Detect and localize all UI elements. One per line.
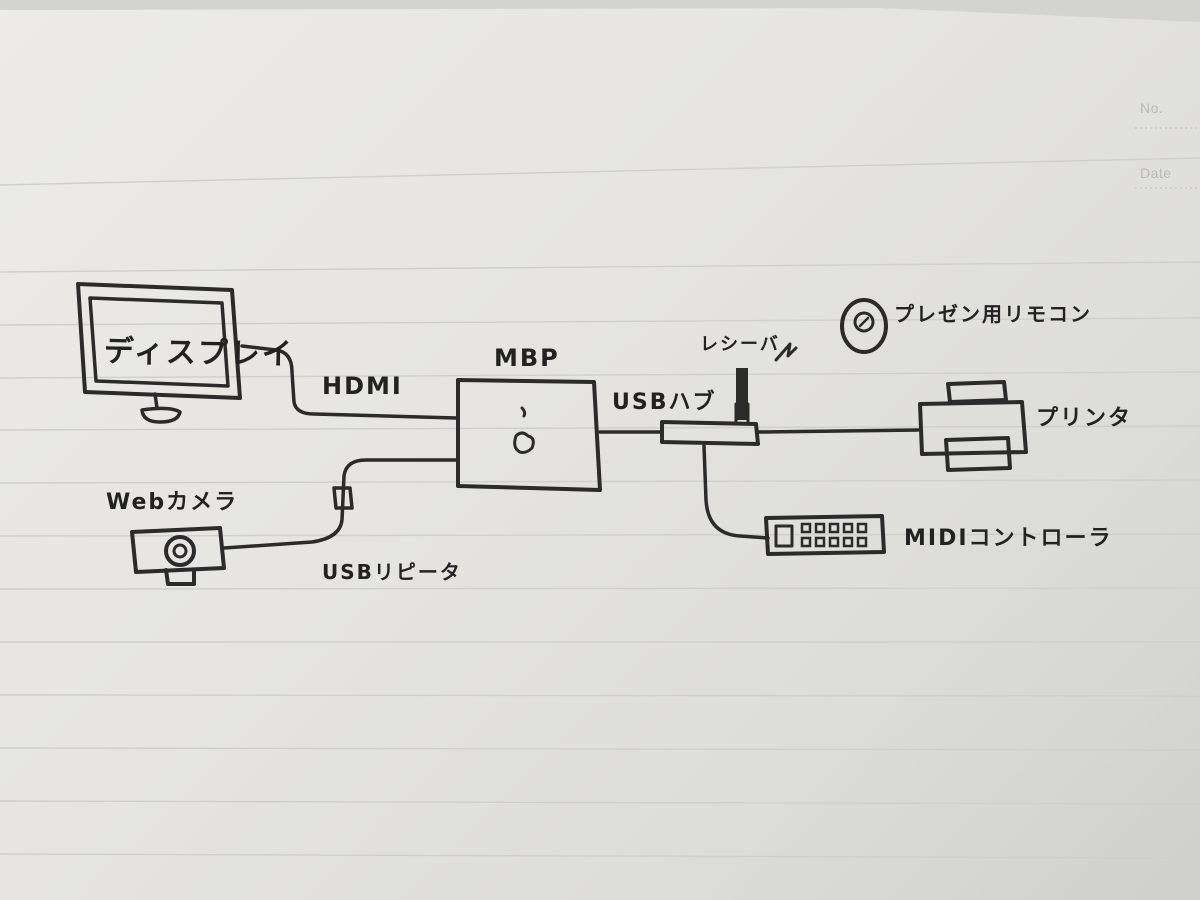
presentation-remote-icon: [840, 298, 888, 354]
printer-icon: [918, 380, 1028, 472]
remote-label: プレゼン用リモコン: [894, 302, 1092, 326]
usb-hub-label: USBハブ: [612, 390, 717, 415]
hub-to-printer-cable: [756, 428, 920, 434]
mbp-label: MBP: [494, 344, 560, 372]
repeater-connector-icon: [332, 486, 354, 510]
display-monitor-icon: [76, 282, 242, 424]
webcam-label: Webカメラ: [106, 490, 239, 515]
number-label: No.: [1140, 100, 1164, 116]
receiver-label: レシーバ: [700, 334, 780, 355]
midi-controller-icon: [764, 514, 886, 556]
printer-label: プリンタ: [1036, 406, 1133, 431]
receiver-dongle-icon: [734, 368, 750, 424]
usb-repeater-label: USBリピータ: [322, 560, 462, 584]
usb-hub-icon: [660, 420, 760, 446]
hdmi-label: HDMI: [322, 372, 403, 400]
hub-to-midi-cable: [702, 444, 770, 540]
mbp-laptop-icon: [456, 378, 602, 492]
display-label: ディスプレイ: [103, 334, 295, 373]
date-label: Date: [1140, 165, 1172, 181]
midi-controller-label: MIDIコントローラ: [904, 526, 1113, 551]
webcam-icon: [130, 526, 226, 586]
usb-repeater-cable: [222, 458, 458, 550]
wireless-signal-icon: [774, 342, 798, 362]
hdmi-cable: [240, 344, 458, 420]
